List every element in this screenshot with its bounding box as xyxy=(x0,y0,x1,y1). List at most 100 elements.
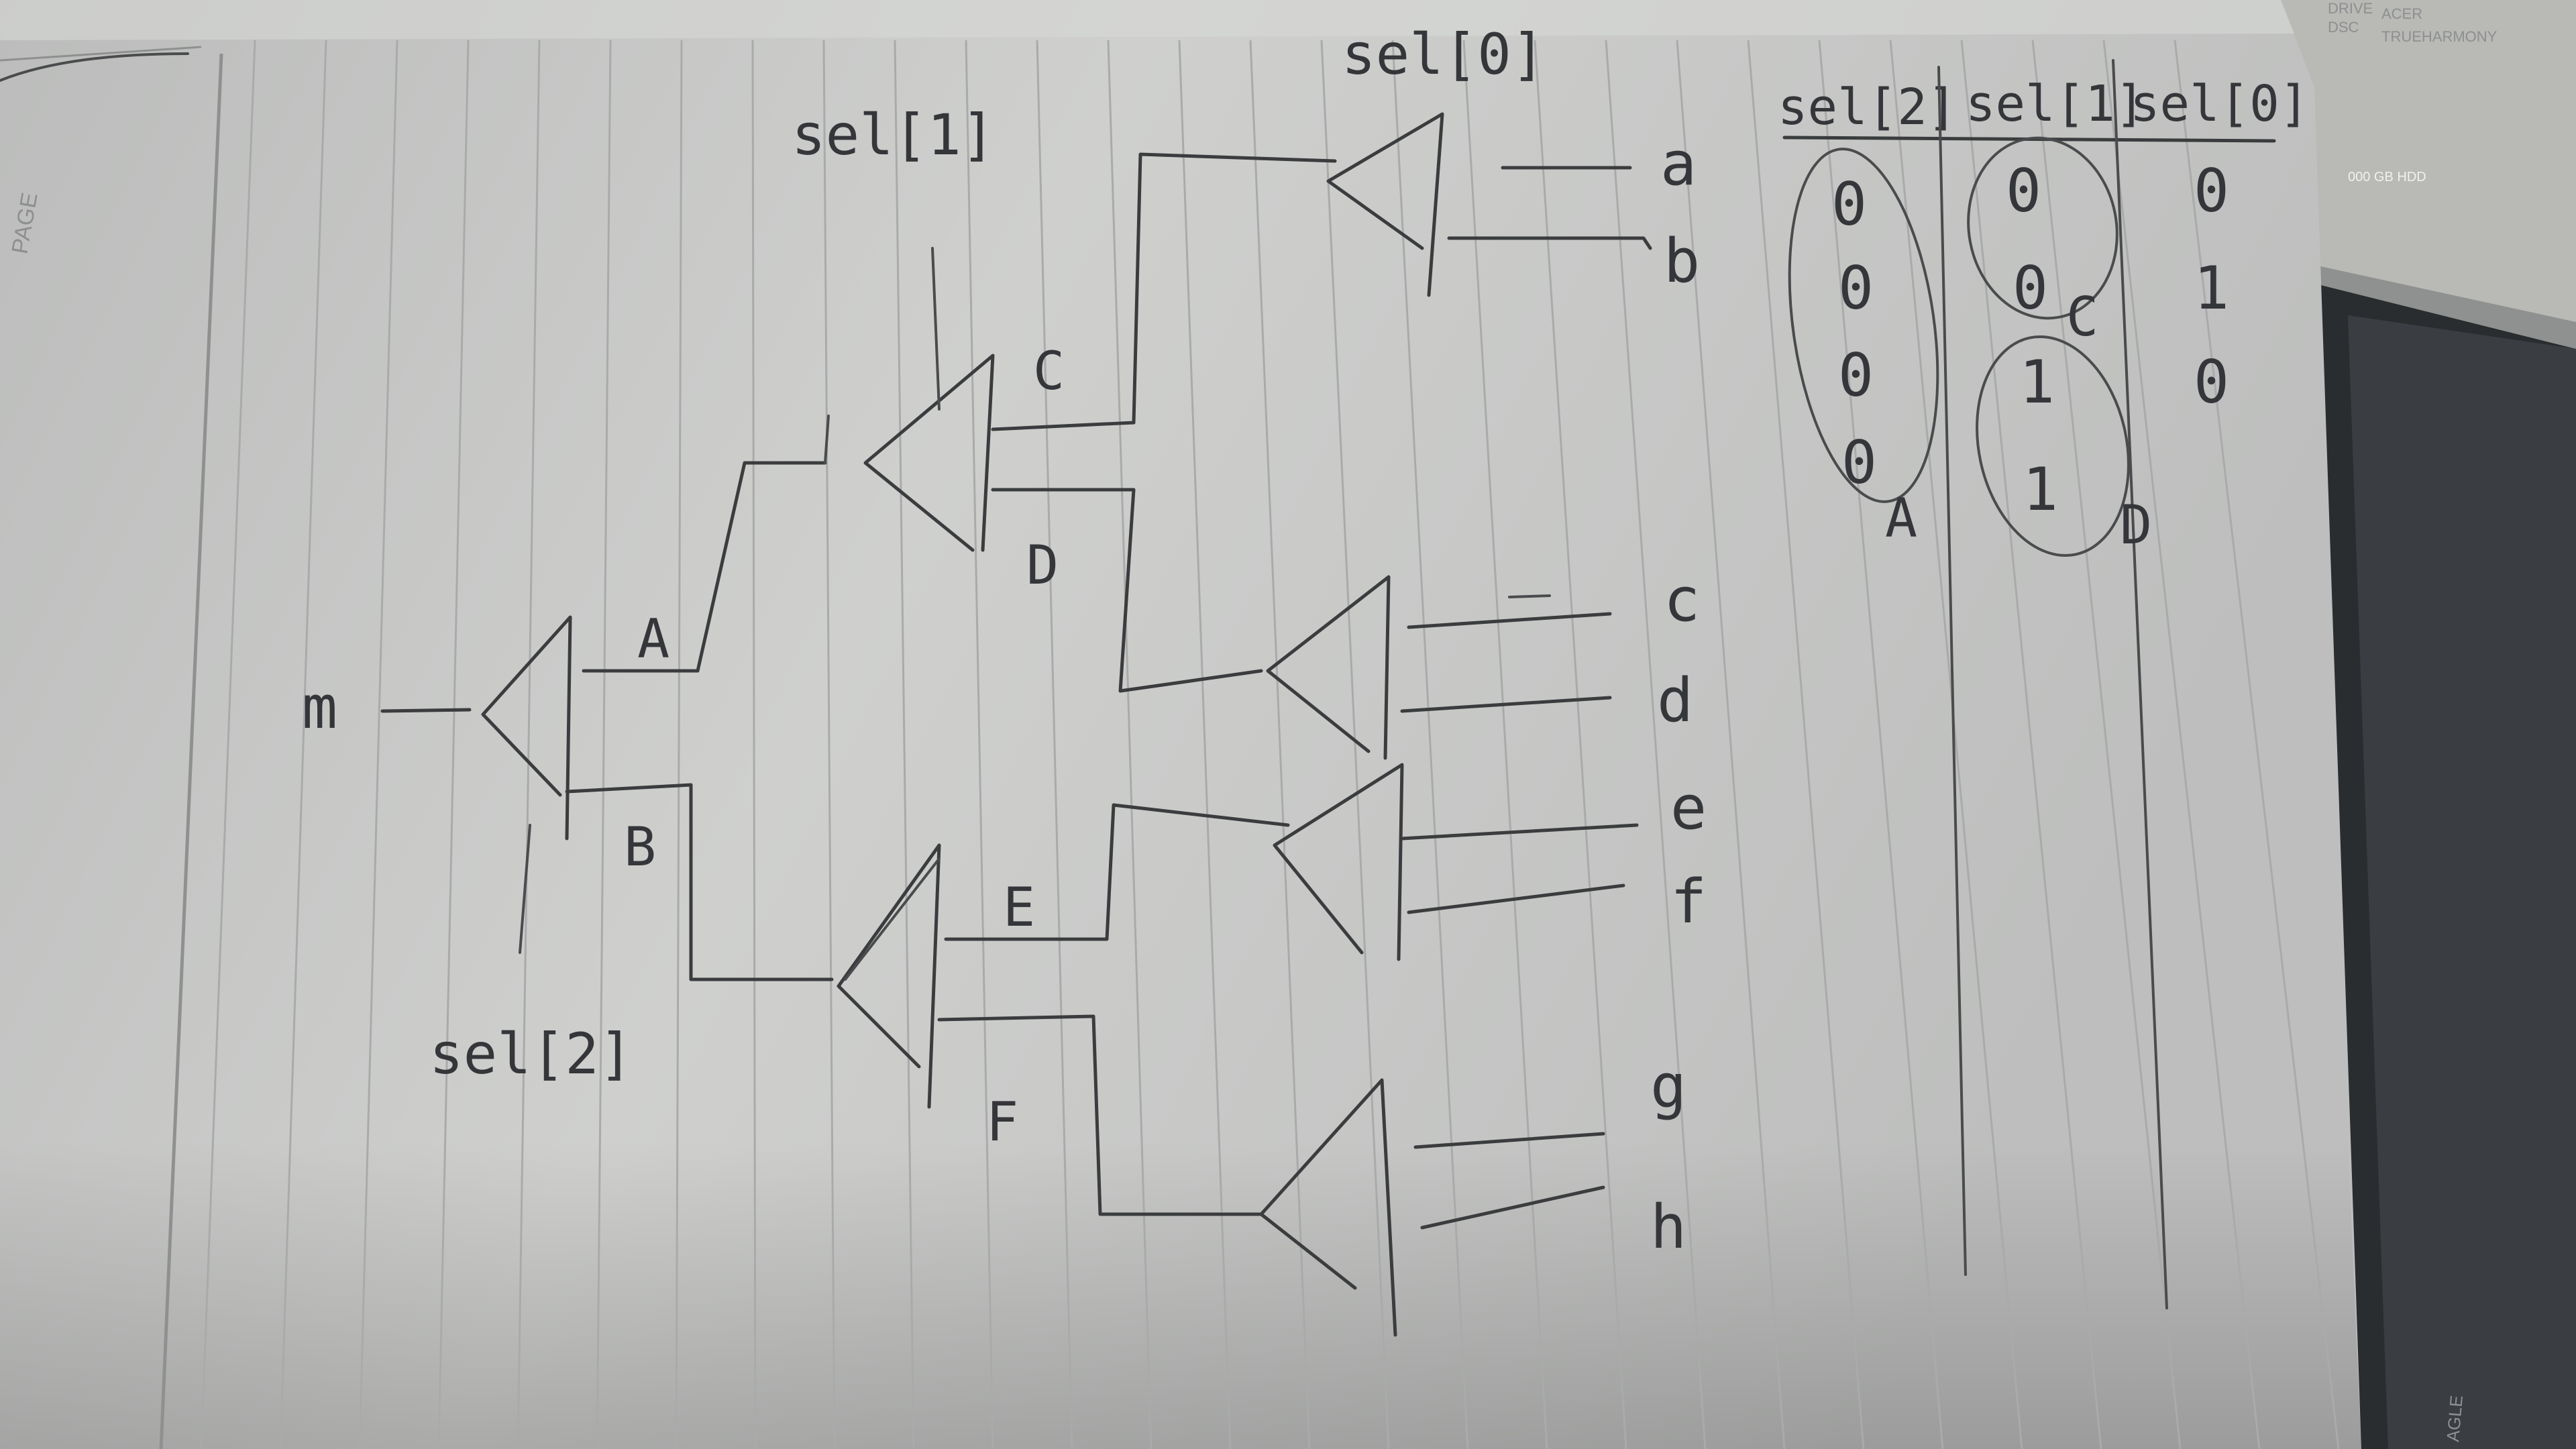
input-label-e: e xyxy=(1670,773,1707,843)
input-label-a: a xyxy=(1660,129,1697,199)
input-h-wire xyxy=(1420,1185,1605,1230)
table-row: 0 1 0 xyxy=(1838,341,2229,417)
ruling-line xyxy=(2102,40,2261,1449)
ruling-line xyxy=(965,40,994,1449)
ruling-line xyxy=(437,40,470,1449)
ruling-line xyxy=(358,40,398,1449)
cell-r1-sel0: 0 xyxy=(2194,156,2229,225)
cell-r2-sel0: 1 xyxy=(2194,254,2229,323)
input-label-b: b xyxy=(1664,226,1700,297)
ruling-line xyxy=(200,40,256,1449)
ruling-line xyxy=(517,40,541,1449)
wire-e xyxy=(944,803,1290,941)
page-corner-label: AGLE xyxy=(2443,1395,2467,1443)
table-row: 0 0 0 xyxy=(1831,156,2229,239)
cell-r2-sel1: 0 xyxy=(2012,254,2048,323)
table-divider-2 xyxy=(2112,59,2168,1309)
mux-upper-triangle xyxy=(863,354,995,552)
node-label-f: F xyxy=(986,1091,1018,1153)
sel1-line xyxy=(931,247,941,411)
wire-d xyxy=(991,488,1263,693)
cell-r3-sel0: 0 xyxy=(2194,347,2229,417)
node-label-c: C xyxy=(1033,341,1065,402)
ruling-line xyxy=(2031,40,2182,1449)
wire-a xyxy=(582,461,827,673)
table-divider-1 xyxy=(1937,66,1967,1276)
cell-r4-sel1: 1 xyxy=(2023,455,2058,524)
input-c-tick xyxy=(1508,594,1551,598)
ruling-line xyxy=(751,40,757,1449)
wire-b xyxy=(565,783,834,981)
mux-gh-triangle xyxy=(1259,1078,1397,1337)
ruling-lines xyxy=(200,40,2340,1449)
input-d-wire xyxy=(1400,696,1612,713)
input-label-c: c xyxy=(1664,565,1700,635)
cell-r3-sel1: 1 xyxy=(2019,347,2055,417)
group-a-ellipse xyxy=(1788,148,1939,503)
ruling-line xyxy=(1818,40,1944,1449)
group-label-d: D xyxy=(2120,494,2152,556)
input-c-wire xyxy=(1407,612,1612,629)
group-d-ellipse xyxy=(1976,335,2130,557)
input-label-h: h xyxy=(1650,1192,1686,1263)
sel1-tick xyxy=(824,415,830,464)
laptop-label-drive: DRIVE xyxy=(2328,0,2373,17)
output-label: m xyxy=(302,673,337,742)
truth-table: sel[2] sel[1] sel[0] 0 0 0 0 0 1 0 1 0 0… xyxy=(1778,59,2309,1309)
mux-ab-triangle xyxy=(1326,112,1444,297)
cell-r1-sel2: 0 xyxy=(1831,170,1867,239)
node-label-d: D xyxy=(1026,534,1059,596)
input-b-wire xyxy=(1447,236,1652,250)
ruling-line xyxy=(1391,40,1469,1449)
ruling-line xyxy=(894,40,915,1449)
ruling-line xyxy=(596,40,612,1449)
group-c-ellipse xyxy=(1967,136,2118,320)
ruling-line xyxy=(1249,40,1311,1449)
ruling-line xyxy=(1747,40,1865,1449)
wire-f xyxy=(937,1014,1263,1216)
ruling-line xyxy=(1889,40,2023,1449)
laptop-label-dsc: DSC xyxy=(2328,19,2359,36)
ruling-line xyxy=(675,40,683,1449)
input-e-wire xyxy=(1400,823,1639,841)
notebook-page: PAGE AGLE xyxy=(0,0,2467,1449)
ruling-line xyxy=(1320,40,1390,1449)
input-label-d: d xyxy=(1657,665,1693,736)
ruling-line xyxy=(1036,40,1073,1449)
sel2-label: sel[2] xyxy=(429,1021,633,1087)
ruling-line xyxy=(1534,40,1627,1449)
sel1-label: sel[1] xyxy=(792,102,995,168)
mux-lower-inner-line xyxy=(844,857,941,981)
cell-r2-sel2: 0 xyxy=(1838,254,1874,323)
table-header-sel1: sel[1] xyxy=(1966,75,2145,133)
mux-lower-triangle xyxy=(837,843,941,1109)
mux-cd-triangle xyxy=(1266,575,1391,760)
ruling-line xyxy=(822,40,836,1449)
ruling-line xyxy=(2174,40,2340,1449)
wire-c xyxy=(991,152,1337,431)
ruling-line xyxy=(1605,40,1707,1449)
laptop-label-audio: TRUEHARMONY xyxy=(2381,28,2498,45)
table-header-sel0: sel[0] xyxy=(2130,75,2309,133)
ruling-line xyxy=(1676,40,1786,1449)
node-label-e: E xyxy=(1003,876,1035,938)
table-row: 0 1 xyxy=(1841,428,2058,524)
sel0-label: sel[0] xyxy=(1342,21,1545,87)
group-label-a: A xyxy=(1885,487,1917,549)
output-wire xyxy=(380,708,472,713)
mux-diagram: m A B sel[2] sel[1] C D E F sel[0] a b xyxy=(302,21,1707,1337)
group-label-c: C xyxy=(2066,286,2098,348)
cell-r1-sel1: 0 xyxy=(2006,156,2041,225)
ruling-line xyxy=(1462,40,1548,1449)
input-label-f: f xyxy=(1670,867,1707,937)
input-f-wire xyxy=(1407,883,1625,914)
table-header-sel2: sel[2] xyxy=(1778,78,1957,136)
ruling-line xyxy=(279,40,327,1449)
sel2-line xyxy=(519,824,531,954)
laptop-label-hdd: 000 GB HDD xyxy=(2348,170,2426,184)
cell-r4-sel2: 0 xyxy=(1841,428,1877,497)
mux-ef-triangle xyxy=(1273,763,1404,961)
mux-output-triangle xyxy=(481,615,572,841)
node-label-a: A xyxy=(637,608,669,670)
